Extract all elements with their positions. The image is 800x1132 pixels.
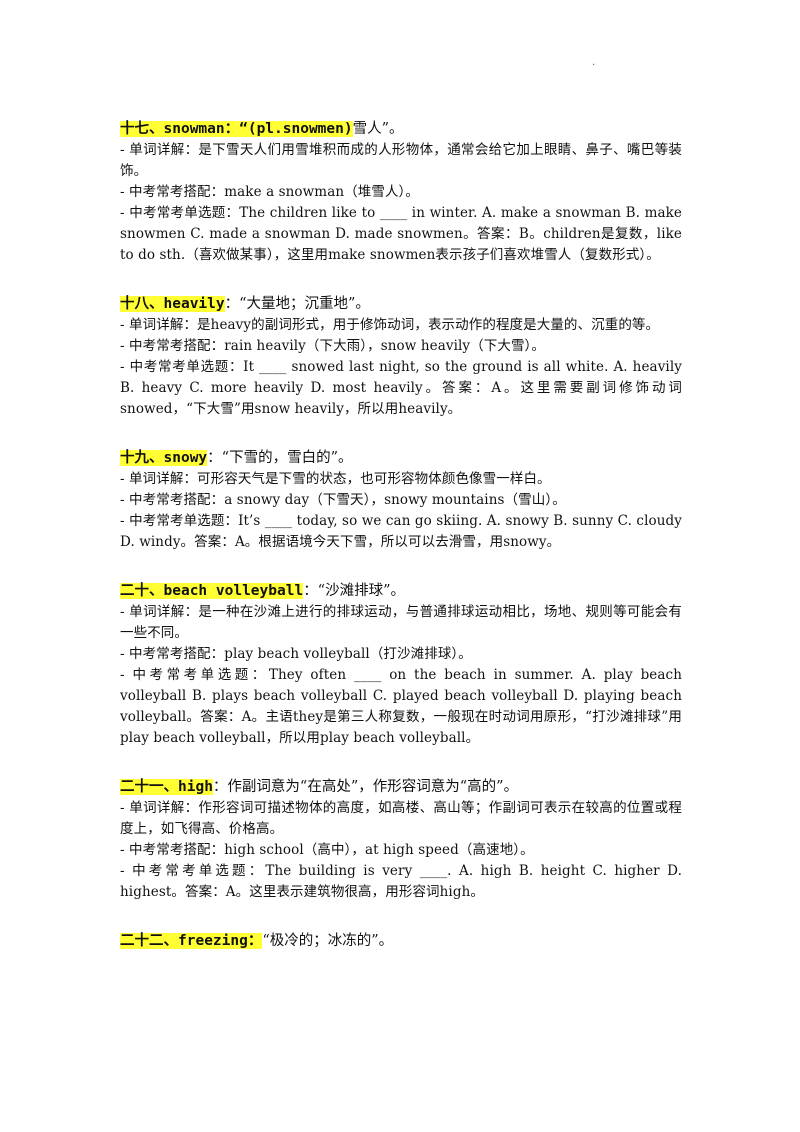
highlighted-term: 二十、beach volleyball: [120, 582, 304, 599]
entry-heading: 十九、snowy：“下雪的，雪白的”。: [120, 447, 682, 469]
entry-heading: 十八、heavily：“大量地；沉重地”。: [120, 293, 682, 315]
word-explanation: - 单词详解：是下雪天人们用雪堆积而成的人形物体，通常会给它加上眼睛、鼻子、嘴巴…: [120, 142, 682, 179]
term-meaning: ：“大量地；沉重地”。: [224, 296, 370, 312]
term-meaning: 雪人”。: [352, 121, 404, 137]
exam-question: - 中考常考单选题：The building is very ____. A. …: [120, 863, 682, 900]
common-collocation: - 中考常考搭配：make a snowman（堆雪人）。: [120, 184, 420, 200]
exam-question: - 中考常考单选题：It ____ snowed last night, so …: [120, 359, 682, 417]
vocab-entry-17: 十七、snowman：“(pl.snowmen)雪人”。 - 单词详解：是下雪天…: [120, 118, 682, 266]
exam-question: - 中考常考单选题：The children like to ____ in w…: [120, 205, 682, 263]
term-meaning: ：作副词意为“在高处”，作形容词意为“高的”。: [212, 779, 519, 795]
word-explanation: - 单词详解：是heavy的副词形式，用于修饰动词，表示动作的程度是大量的、沉重…: [120, 317, 660, 333]
word-explanation: - 单词详解：可形容天气是下雪的状态，也可形容物体颜色像雪一样白。: [120, 471, 551, 487]
entry-heading: 二十一、high：作副词意为“在高处”，作形容词意为“高的”。: [120, 776, 682, 798]
term-meaning: ：“下雪的，雪白的”。: [207, 450, 353, 466]
term-meaning: “极冷的；冰冻的”。: [262, 933, 394, 949]
highlighted-term: 十九、snowy: [120, 449, 208, 466]
entry-heading: 二十二、freezing：“极冷的；冰冻的”。: [120, 930, 682, 952]
exam-question: - 中考常考单选题：It’s ____ today, so we can go …: [120, 513, 682, 550]
document-body: 十七、snowman：“(pl.snowmen)雪人”。 - 单词详解：是下雪天…: [120, 118, 682, 979]
term-meaning: ：“沙滩排球”。: [303, 583, 406, 599]
highlighted-term: 二十二、freezing：: [120, 932, 263, 949]
vocab-entry-19: 十九、snowy：“下雪的，雪白的”。 - 单词详解：可形容天气是下雪的状态，也…: [120, 447, 682, 553]
common-collocation: - 中考常考搭配：a snowy day（下雪天），snowy mountain…: [120, 492, 566, 508]
common-collocation: - 中考常考搭配：play beach volleyball（打沙滩排球）。: [120, 646, 472, 662]
highlighted-term: 十八、heavily: [120, 295, 225, 312]
common-collocation: - 中考常考搭配：rain heavily（下大雨），snow heavily（…: [120, 338, 545, 354]
common-collocation: - 中考常考搭配：high school（高中），at high speed（高…: [120, 842, 534, 858]
highlighted-term: 十七、snowman：“(pl.snowmen): [120, 120, 353, 137]
vocab-entry-20: 二十、beach volleyball：“沙滩排球”。 - 单词详解：是一种在沙…: [120, 580, 682, 749]
entry-heading: 二十、beach volleyball：“沙滩排球”。: [120, 580, 682, 602]
word-explanation: - 单词详解：是一种在沙滩上进行的排球运动，与普通排球运动相比，场地、规则等可能…: [120, 604, 682, 641]
exam-question: - 中考常考单选题：They often ____ on the beach i…: [120, 667, 682, 746]
vocab-entry-18: 十八、heavily：“大量地；沉重地”。 - 单词详解：是heavy的副词形式…: [120, 293, 682, 420]
entry-heading: 十七、snowman：“(pl.snowmen)雪人”。: [120, 118, 682, 140]
word-explanation: - 单词详解：作形容词可描述物体的高度，如高楼、高山等；作副词可表示在较高的位置…: [120, 800, 682, 837]
page-mark: ·: [592, 60, 596, 71]
highlighted-term: 二十一、high: [120, 778, 213, 795]
vocab-entry-21: 二十一、high：作副词意为“在高处”，作形容词意为“高的”。 - 单词详解：作…: [120, 776, 682, 903]
vocab-entry-22: 二十二、freezing：“极冷的；冰冻的”。: [120, 930, 682, 952]
